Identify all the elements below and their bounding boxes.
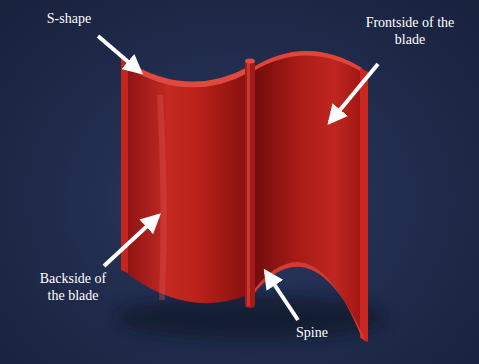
blade-edge bbox=[121, 58, 128, 273]
part-label: Backside of the blade bbox=[30, 270, 116, 304]
leader-arrow bbox=[98, 36, 140, 72]
blade-front bbox=[252, 51, 362, 338]
blade-bottom-edge bbox=[252, 262, 366, 342]
leader-arrow bbox=[330, 64, 378, 122]
spine-rod bbox=[245, 60, 255, 308]
spine-top bbox=[245, 59, 255, 64]
part-label: S-shape bbox=[34, 10, 104, 27]
highlight bbox=[160, 95, 164, 300]
part-label: Spine bbox=[282, 324, 342, 341]
blade-rim bbox=[125, 60, 250, 88]
blade-back bbox=[125, 66, 250, 303]
blade-edge bbox=[360, 68, 368, 342]
blade-rim bbox=[252, 51, 362, 72]
leader-arrow bbox=[104, 216, 158, 266]
leader-arrow bbox=[266, 272, 298, 320]
part-label: Frontside of the blade bbox=[364, 14, 456, 48]
spine-highlight bbox=[247, 62, 250, 306]
